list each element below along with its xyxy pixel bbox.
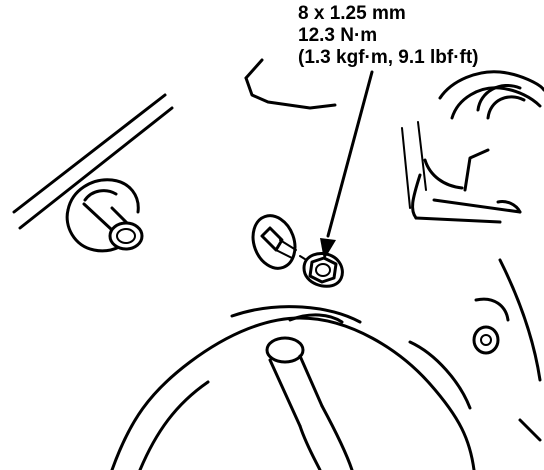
torque-alt-text: (1.3 kgf·m, 9.1 lbf·ft) bbox=[298, 47, 479, 68]
upper-bracket bbox=[244, 58, 337, 110]
torque-nm-text: 12.3 N·m bbox=[298, 25, 377, 46]
tube-fitting bbox=[65, 178, 144, 253]
lower-housing bbox=[110, 297, 510, 470]
boss bbox=[472, 325, 500, 355]
callout-arrow bbox=[320, 70, 374, 260]
bolt-size-text: 8 x 1.25 mm bbox=[298, 3, 406, 24]
body-panel-edge bbox=[12, 93, 174, 230]
torque-callout: 8 x 1.25 mm 12.3 N·m (1.3 kgf·m, 9.1 lbf… bbox=[298, 3, 479, 68]
lower-pipe bbox=[265, 336, 354, 470]
right-edge bbox=[498, 258, 542, 442]
engine-component bbox=[401, 70, 544, 224]
flange-nut bbox=[302, 252, 344, 288]
